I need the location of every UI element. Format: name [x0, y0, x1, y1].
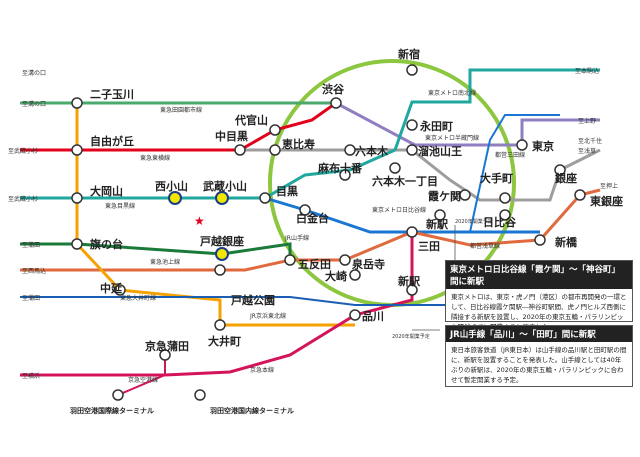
station-shinagawa: 品川	[362, 310, 384, 323]
dest-mizonokuchi-top: 至溝の口	[22, 69, 46, 77]
label-namboku: 東京メトロ南北線	[428, 89, 476, 97]
yamanote-note-body: 東日本旅客鉄道（JR東日本）は山手線の品川駅と田町駅の間に、新駅を設置することを…	[451, 346, 627, 384]
label-airport: 京急空港線	[128, 376, 158, 384]
station-nakanobu: 中延	[100, 281, 123, 295]
station-keikyu-kamata: 京急蒲田	[145, 339, 189, 353]
station-nishikoyama: 西小山	[155, 179, 188, 193]
station-haneda-domestic: 羽田空港国内線ターミナル	[210, 406, 294, 415]
dest-kitasenju: 至北千住	[578, 137, 602, 145]
hibiya-new-station-note: 東京メトロ日比谷線「霞ケ関」〜「神谷町」間に新駅 東京メトロは、東京・虎ノ門（港…	[445, 260, 633, 331]
label-ikegami: 東急池上線	[150, 258, 180, 266]
station-musashikoyama: 武蔵小山	[203, 179, 247, 193]
dest-yokohama: 至横浜	[22, 372, 40, 380]
yamanote-new-station-note: JR山手線「品川」〜「田町」間に新駅 東日本旅客鉄道（JR東日本）は山手線の品川…	[445, 325, 633, 387]
station-togoshi-ginza: 戸越銀座	[200, 234, 244, 248]
dest-asakusa: 至浅草	[578, 147, 596, 155]
label-meguro: 東急目黒線	[105, 202, 135, 210]
station-hibiya: 日比谷	[483, 215, 517, 229]
label-opening-2020b: 2020年開業予定	[392, 333, 430, 340]
station-nakameguro: 中目黒	[215, 129, 248, 143]
station-ginza: 銀座	[555, 171, 577, 185]
station-ebisu: 恵比寿	[282, 137, 315, 151]
mita-line	[264, 196, 540, 234]
station-oimachi: 大井町	[208, 334, 241, 348]
label-hanzomon: 東京メトロ半蔵門線	[425, 134, 479, 142]
station-otemachi: 大手町	[480, 171, 513, 185]
station-kasumigaseki: 霞ケ関	[428, 190, 461, 203]
dest-musashikosugi-2: 至武蔵小杉	[8, 195, 38, 203]
station-mita: 三田	[418, 240, 440, 253]
station-nagatacho: 永田町	[419, 119, 453, 133]
label-opening-2020: 2020年開業予定	[455, 218, 493, 225]
station-markers	[71, 64, 586, 401]
label-mita: 都営三田線	[495, 151, 525, 159]
airport-line	[117, 355, 166, 396]
station-jiyugaoka: 自由が丘	[90, 134, 134, 148]
station-shirokanedai: 白金台	[296, 211, 329, 225]
hibiya-line	[240, 148, 601, 202]
dest-ueno: 至上野	[578, 117, 596, 125]
station-shinjuku: 新宿	[398, 47, 420, 61]
label-asakusa: 都営浅草線	[470, 242, 500, 250]
dest-oshiage: 至押上	[600, 182, 618, 190]
station-azabujuban: 麻布十番	[317, 161, 363, 175]
station-gotanda: 五反田	[298, 257, 331, 271]
dest-kamata-2: 至蒲田	[22, 294, 40, 302]
toyoko-line	[20, 101, 337, 152]
star-icon: ★	[194, 214, 205, 228]
hibiya-note-title: 東京メトロ日比谷線「霞ケ関」〜「神谷町」間に新駅	[446, 261, 632, 289]
station-futako-tamagawa: 二子玉川	[90, 88, 134, 101]
station-tameike-sanno: 溜池山王	[418, 144, 462, 158]
station-hatanodai: 旗の台	[90, 237, 123, 251]
dest-mizonokuchi: 至溝の口	[22, 100, 46, 108]
mita-line-north	[469, 114, 560, 233]
station-roppongi-itchome: 六本木一丁目	[372, 174, 438, 188]
label-toyoko: 東急東横線	[140, 154, 170, 162]
station-haneda-intl: 羽田空港国際線ターミナル	[70, 406, 154, 415]
station-tokyo: 東京	[532, 139, 554, 153]
station-osaki: 大崎	[325, 269, 347, 283]
label-keihin-tohoku: JR京浜東北線	[249, 312, 286, 320]
station-roppongi: 六本木	[355, 144, 389, 158]
oimachi-line	[75, 103, 355, 327]
station-new-toranomon: 新駅	[426, 217, 448, 231]
station-new-takanawa: 新駅	[398, 274, 420, 288]
dest-nishimagome: 至西馬込	[22, 267, 46, 275]
station-daikanyama: 代官山	[234, 113, 268, 127]
label-hibiya: 東京メトロ日比谷線	[372, 206, 426, 214]
yamanote-note-title: JR山手線「品川」〜「田町」間に新駅	[446, 326, 632, 342]
station-higashiginza: 東銀座	[590, 194, 623, 208]
dest-honkomagome: 至本駒込	[575, 67, 599, 75]
togoshiginza-highlight	[215, 247, 229, 261]
station-togoshi-koen: 戸越公園	[231, 293, 275, 307]
station-ookayama: 大岡山	[90, 184, 123, 198]
station-shinbashi: 新橋	[555, 235, 578, 249]
label-yamanote: JR山手線	[284, 234, 309, 242]
station-sengakuji: 泉岳寺	[351, 257, 385, 271]
label-keikyu-main: 京急本線	[250, 366, 274, 374]
label-oimachi: 東急大井町線	[120, 294, 156, 302]
nishikoyama-highlight	[168, 191, 182, 205]
ikegami-line	[20, 242, 292, 260]
musashikoyama-highlight	[215, 191, 229, 205]
dest-musashikosugi-1: 至武蔵小杉	[8, 147, 38, 155]
label-denentoshi: 東急田園都市線	[160, 106, 202, 114]
station-shibuya: 渋谷	[322, 82, 345, 96]
dest-kamata-1: 至蒲田	[22, 241, 40, 249]
station-meguro: 目黒	[276, 185, 298, 198]
